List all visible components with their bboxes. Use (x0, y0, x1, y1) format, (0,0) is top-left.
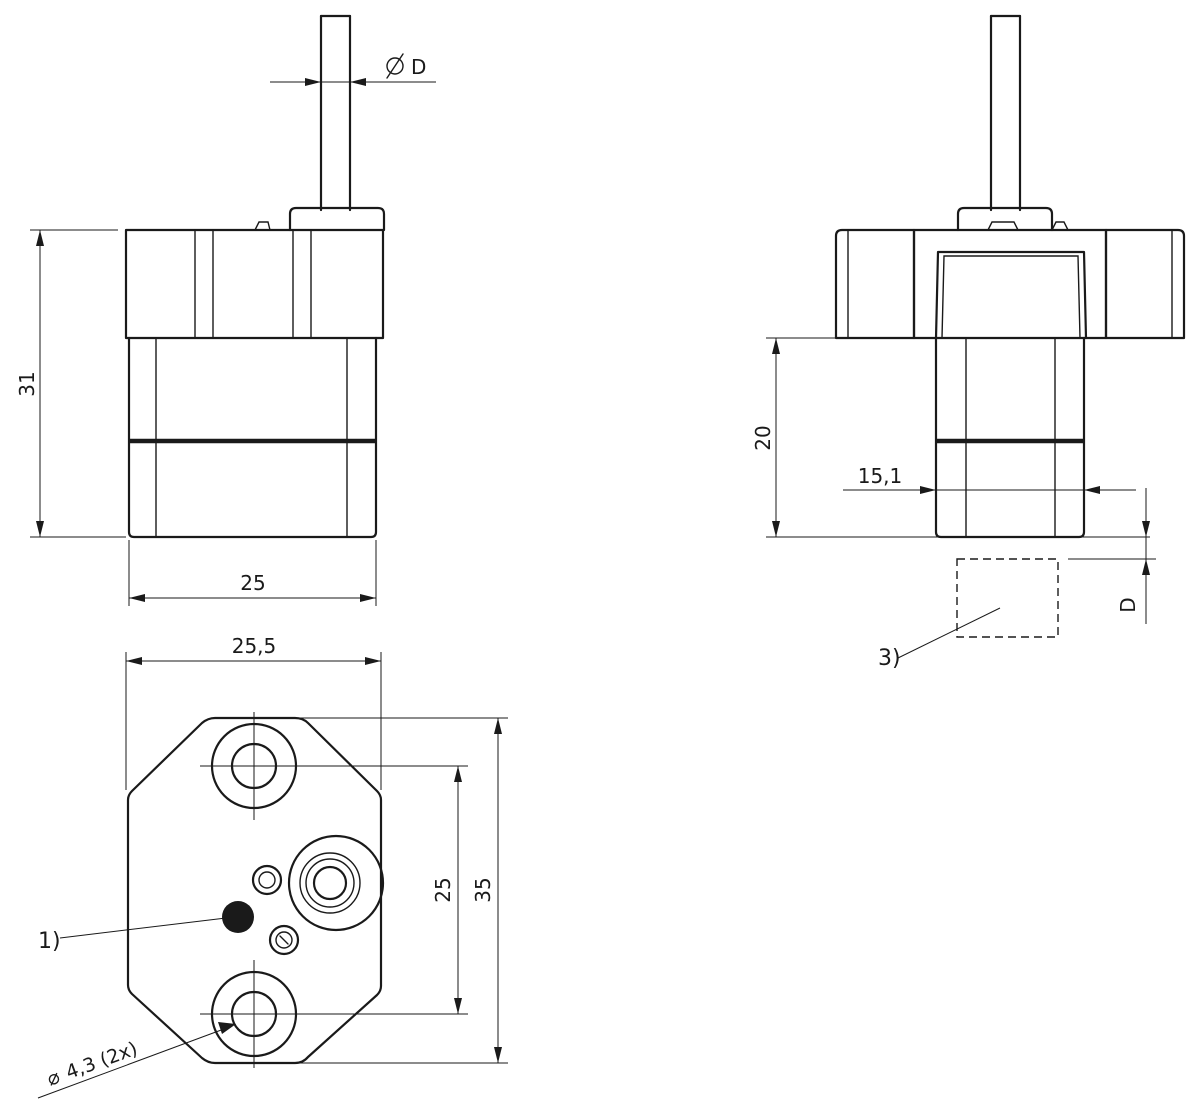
led-dot (222, 901, 254, 933)
dim-15-1-label: 15,1 (858, 464, 903, 488)
dim-25-spacing-label: 25 (431, 877, 455, 902)
diameter-symbol (386, 53, 404, 79)
hole-diameter-symbol: ⌀ (44, 1064, 64, 1091)
dim-20-label: 20 (751, 425, 775, 450)
dim-cable-d-label: D (411, 55, 426, 79)
dim-31-label: 31 (15, 371, 39, 396)
dim-d-distance-label: D (1116, 597, 1140, 612)
bottom-view-dimensions: 25,5 25 35 1) ⌀ 4,3 (2x) (37, 634, 508, 1099)
side-view-dimensions: 20 15,1 D 3) (751, 337, 1156, 671)
dim-25-label: 25 (240, 571, 265, 595)
callout-1-label: 1) (38, 929, 61, 954)
side-view (834, 14, 1186, 638)
callout-3-label: 3) (878, 646, 901, 671)
bottom-view (126, 712, 385, 1068)
dim-35-label: 35 (471, 877, 495, 902)
dim-25-5-label: 25,5 (232, 634, 277, 658)
hole-diameter-label: 4,3 (2x) (63, 1038, 140, 1084)
front-view (124, 14, 386, 539)
front-view-dimensions: 31 25 D (15, 53, 436, 606)
